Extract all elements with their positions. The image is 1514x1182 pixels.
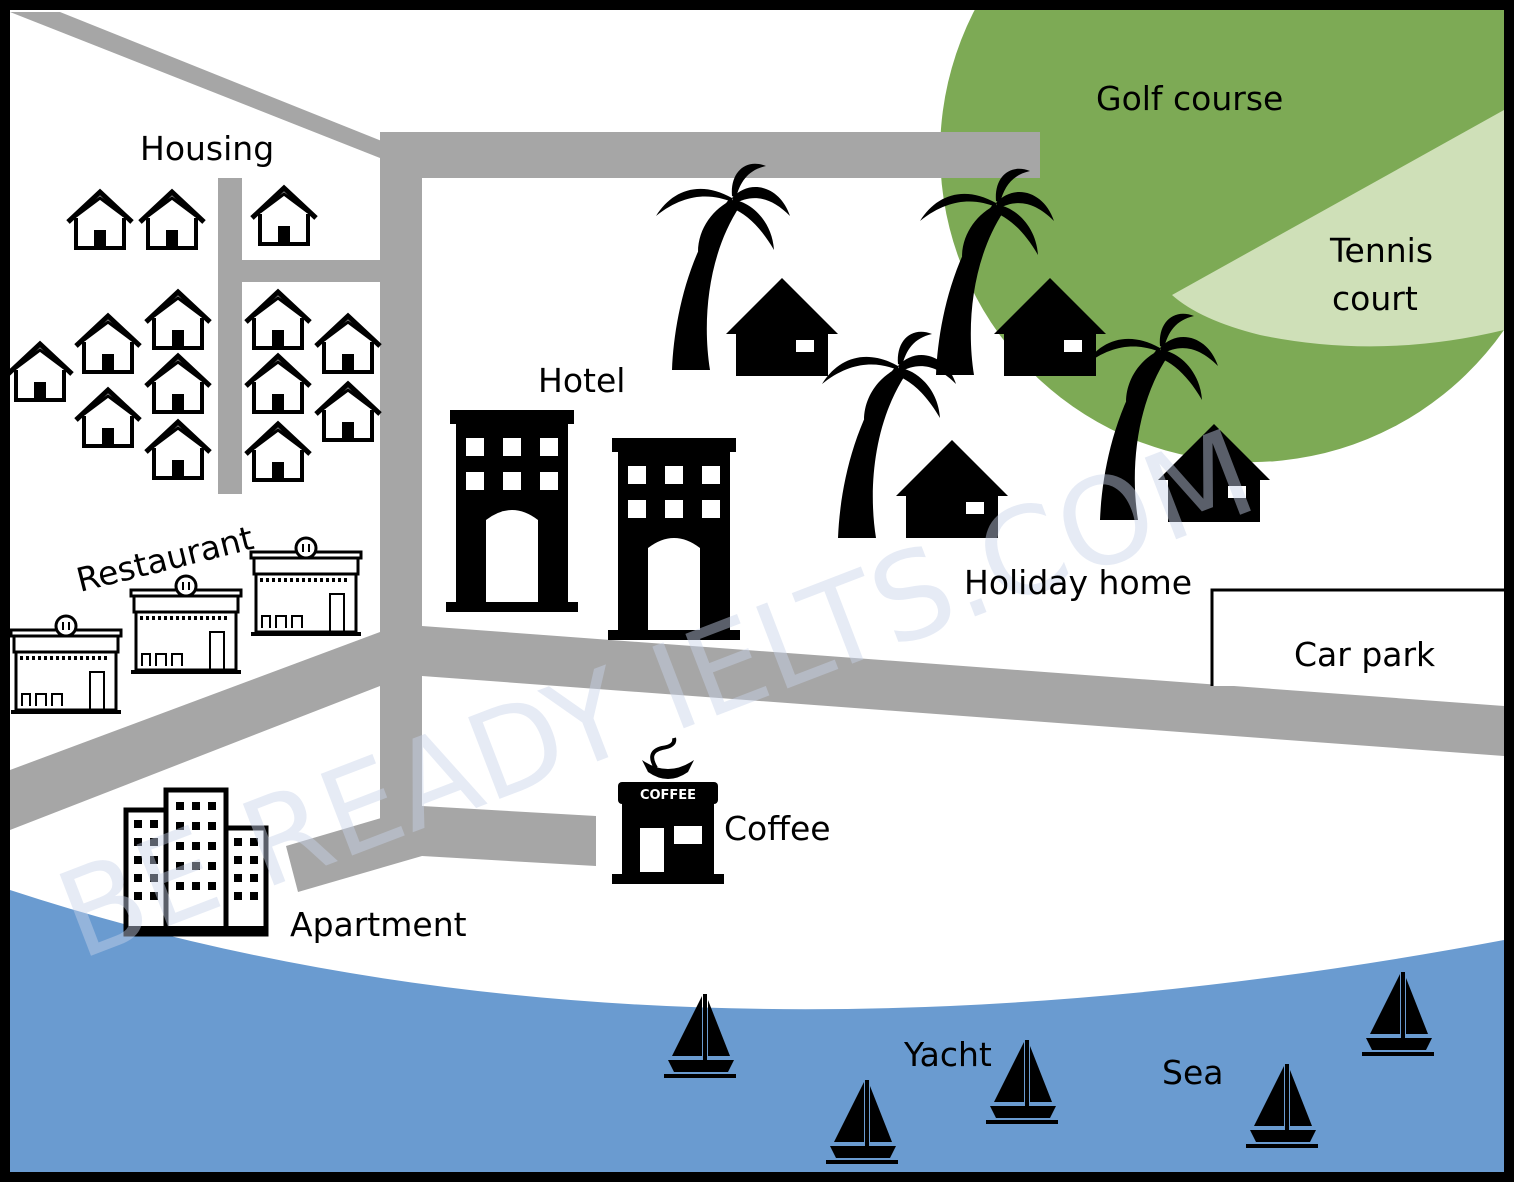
coffee-sign-text: COFFEE [640,788,696,803]
apartment-icon [123,787,269,937]
yacht-label: Yacht [903,1035,992,1074]
road-housing-cross [218,260,380,282]
apartment-label: Apartment [290,905,467,944]
roads [10,12,1504,892]
road-main-vertical [380,158,422,830]
road-nw-diagonal [10,12,424,158]
road-top [380,132,1040,178]
sea-area [10,890,1504,1172]
sea-label: Sea [1162,1053,1223,1092]
tennis-court-area [1172,110,1504,347]
hotel-label: Hotel [538,361,625,400]
housing-label: Housing [140,129,274,168]
coffee-label: Coffee [724,809,831,848]
car-park [1210,588,1504,686]
tennis-court-label-line1: Tennis [1329,231,1433,270]
golf-course-label: Golf course [1096,79,1283,118]
road-apartment-link [286,806,422,892]
road-coffee-lane [422,806,596,866]
road-housing-lane [218,178,242,494]
coffee-shop-icon: COFFEE [612,737,724,884]
road-main-east [422,626,1504,756]
road-west-lower [10,632,380,830]
hotel-building-icon [446,410,578,612]
tennis-court-label-line2: court [1332,279,1418,318]
car-park-label: Car park [1294,635,1436,674]
holiday-home-label: Holiday home [964,563,1192,602]
